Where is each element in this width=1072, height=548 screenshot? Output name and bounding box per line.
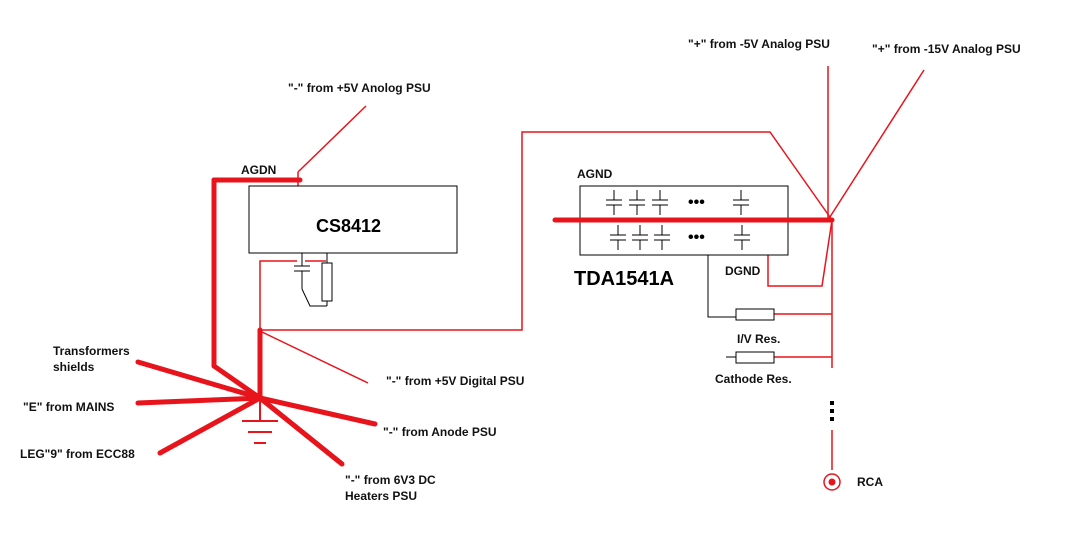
plus5v-analog-label: "-" from +5V Anolog PSU (288, 81, 431, 95)
dgnd-pin-label: DGND (725, 264, 761, 278)
anode-ground-wire (257, 395, 378, 427)
resistor-icon (735, 351, 775, 364)
plus5v-digital-wire (261, 331, 369, 384)
heaters-label-line1: "-" from 6V3 DC (345, 473, 436, 487)
minus15v-analog-wire (827, 69, 925, 221)
capacitor-icon (606, 190, 622, 215)
dgnd-wire (767, 219, 833, 287)
decoupling-wire (301, 288, 327, 307)
capacitor-icon (654, 225, 670, 250)
iv-res-lead (707, 255, 736, 318)
minus5v-analog-label: "+" from -5V Analog PSU (688, 37, 830, 51)
star-to-agdn-wire (211, 363, 263, 401)
heaters-ground-wire (257, 395, 345, 467)
agnd-pin-label: AGND (577, 167, 613, 181)
capacitor-icon (734, 225, 750, 250)
tda-ellipsis-top: ••• (688, 194, 705, 211)
plus5v-analog-wire (297, 105, 367, 173)
capacitor-icon (733, 190, 749, 215)
cap-ground-wire (259, 260, 297, 398)
capacitor-icon (294, 253, 310, 289)
iv-res-label: I/V Res. (737, 332, 780, 346)
capacitor-icon (652, 190, 668, 215)
heaters-label-line2: Heaters PSU (345, 489, 417, 503)
mains-ground-wire (135, 395, 263, 406)
tda1541a-label: TDA1541A (574, 268, 674, 290)
capacitor-icon (632, 225, 648, 250)
ecc88-label: LEG"9" from ECC88 (20, 447, 135, 461)
rca-label: RCA (857, 475, 883, 489)
plus5v-digital-label: "-" from +5V Digital PSU (386, 374, 524, 388)
interconnect-wire (260, 131, 833, 331)
anode-label: "-" from Anode PSU (383, 425, 497, 439)
minus15v-analog-label: "+" from -15V Analog PSU (872, 42, 1021, 56)
output-continuation (830, 401, 834, 421)
output-resistors (707, 255, 775, 364)
ecc88-ground-wire (157, 395, 263, 456)
capacitor-icon (629, 190, 645, 215)
transformers-label-line1: Transformers (53, 344, 130, 358)
mains-label: "E" from MAINS (23, 400, 114, 414)
resistor-icon (735, 308, 775, 321)
cs8412-decoupling (294, 253, 333, 307)
cs8412-label: CS8412 (316, 216, 381, 236)
cathode-res-label: Cathode Res. (715, 372, 792, 386)
cs8412-chip-body (248, 185, 458, 254)
capacitor-icon (610, 225, 626, 250)
ground-icon (242, 398, 278, 444)
transformers-label-line2: shields (53, 360, 95, 374)
thin-wires (259, 66, 925, 470)
agdn-pin-label: AGDN (241, 163, 276, 177)
transformers-ground-wire (135, 359, 263, 401)
rca-icon (823, 473, 841, 491)
resistor-icon (321, 262, 333, 302)
tda-capacitor-array (606, 190, 750, 250)
tda-ellipsis-bottom: ••• (688, 229, 705, 246)
